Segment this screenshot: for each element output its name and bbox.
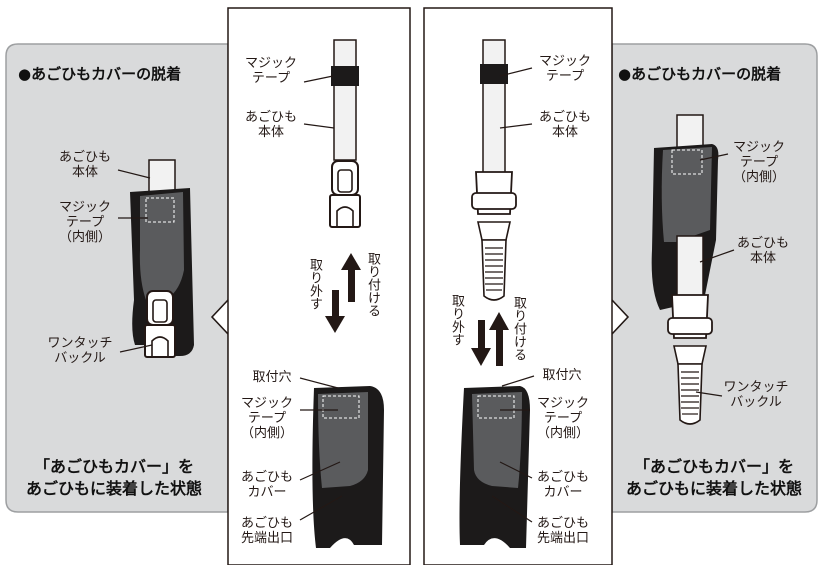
right-label-chin-strap-body-line1: あごひも	[736, 236, 789, 251]
cr-label-chin-strap-body: あごひも 本体	[532, 110, 598, 140]
right-label-buckle-line2: バックル	[730, 395, 782, 410]
right-label-buckle-line1: ワンタッチ	[723, 380, 789, 395]
cl-label-attach: 取り付ける	[365, 252, 380, 317]
cl-label-cover-tape-line1: マジック	[240, 396, 293, 411]
left-label-chin-strap-body-line1: あごひも	[58, 150, 111, 165]
cr-label-chin-strap-body-line1: あごひも	[538, 110, 591, 125]
left-label-magic-tape-line2: テープ	[65, 215, 105, 230]
right-label-magic-tape: マジック テープ （内側）	[726, 140, 792, 185]
cr-label-cover-tape-line1: マジック	[536, 396, 589, 411]
cr-label-tip-exit: あごひも 先端出口	[530, 516, 596, 546]
cr-label-tip-exit-line1: あごひも	[536, 516, 589, 531]
cl-label-tip-exit-line1: あごひも	[240, 516, 293, 531]
cl-label-cover-tape-line3: （内側）	[240, 426, 293, 441]
left-caption-line1: 「あごひもカバー」を	[33, 457, 194, 476]
cr-label-cover-line2: カバー	[543, 485, 583, 500]
center-right-cover	[459, 386, 530, 548]
right-panel-title: ●あごひもカバーの脱着	[618, 65, 782, 83]
left-illustration	[130, 159, 194, 358]
cr-label-remove: 取り外す	[449, 294, 464, 346]
right-caption-line2: あごひもに装着した状態	[625, 479, 802, 498]
cl-label-chin-strap-body: あごひも 本体	[238, 110, 304, 140]
right-panel-box	[611, 43, 818, 513]
cl-label-cover-tape: マジック テープ （内側）	[234, 396, 300, 441]
left-label-buckle-line1: ワンタッチ	[47, 336, 113, 351]
right-label-magic-tape-line2: テープ	[739, 155, 779, 170]
left-label-magic-tape-line3: （内側）	[58, 230, 111, 245]
left-label-magic-tape: マジック テープ （内側）	[52, 200, 118, 245]
cr-label-cover: あごひも カバー	[530, 470, 596, 500]
left-label-buckle-line2: バックル	[54, 351, 106, 366]
left-caption: 「あごひもカバー」を あごひもに装着した状態	[10, 456, 218, 500]
left-label-magic-tape-line1: マジック	[58, 200, 111, 215]
right-caption: 「あごひもカバー」を あごひもに装着した状態	[614, 456, 814, 500]
right-label-magic-tape-line3: （内側）	[732, 170, 785, 185]
cl-label-remove: 取り外す	[307, 258, 322, 310]
center-right-arrows	[471, 312, 509, 366]
cl-label-magic-tape-line1: マジック	[244, 56, 297, 71]
leader-lines	[117, 67, 735, 523]
cl-label-cover-tape-line2: テープ	[247, 411, 287, 426]
cr-label-attach: 取り付ける	[511, 296, 526, 361]
right-label-magic-tape-line1: マジック	[732, 140, 785, 155]
cl-label-cover-line1: あごひも	[240, 470, 293, 485]
left-label-chin-strap-body-line2: 本体	[71, 165, 98, 180]
cr-label-magic-tape-line1: マジック	[538, 54, 591, 69]
cl-label-tip-exit-line2: 先端出口	[240, 531, 293, 546]
right-caption-line1: 「あごひもカバー」を	[633, 457, 794, 476]
cl-label-magic-tape-line2: テープ	[251, 71, 291, 86]
center-left-arrows	[325, 253, 361, 333]
cl-label-chin-strap-body-line1: あごひも	[244, 110, 297, 125]
cr-label-cover-line1: あごひも	[536, 470, 589, 485]
cr-label-chin-strap-body-line2: 本体	[551, 125, 578, 140]
cr-label-cover-tape-line2: テープ	[543, 411, 583, 426]
cr-label-magic-tape: マジック テープ	[532, 54, 598, 84]
cl-label-tip-exit: あごひも 先端出口	[234, 516, 300, 546]
left-label-chin-strap-body: あごひも 本体	[52, 150, 118, 180]
cl-label-cover-line2: カバー	[247, 485, 287, 500]
cr-label-magic-tape-line2: テープ	[545, 69, 585, 84]
cl-label-magic-tape: マジック テープ	[238, 56, 304, 86]
cl-label-mounting-hole: 取付穴	[252, 370, 292, 385]
right-label-chin-strap-body-line2: 本体	[749, 251, 776, 266]
center-left-strap	[329, 39, 361, 228]
cr-label-mounting-hole: 取付穴	[542, 368, 582, 383]
cr-label-cover-tape-line3: （内側）	[536, 426, 589, 441]
right-illustration	[651, 114, 719, 425]
center-left-cover	[312, 386, 384, 548]
cr-label-tip-exit-line2: 先端出口	[536, 531, 589, 546]
right-label-buckle: ワンタッチ バックル	[716, 380, 796, 410]
cl-label-chin-strap-body-line2: 本体	[257, 125, 284, 140]
left-panel-box	[5, 43, 229, 513]
left-panel-title: ●あごひもカバーの脱着	[18, 65, 182, 83]
left-caption-line2: あごひもに装着した状態	[25, 479, 202, 498]
cr-label-cover-tape: マジック テープ （内側）	[530, 396, 596, 441]
right-label-chin-strap-body: あごひも 本体	[730, 236, 796, 266]
center-right-strap	[471, 39, 517, 301]
left-label-buckle: ワンタッチ バックル	[40, 336, 120, 366]
cl-label-cover: あごひも カバー	[234, 470, 300, 500]
